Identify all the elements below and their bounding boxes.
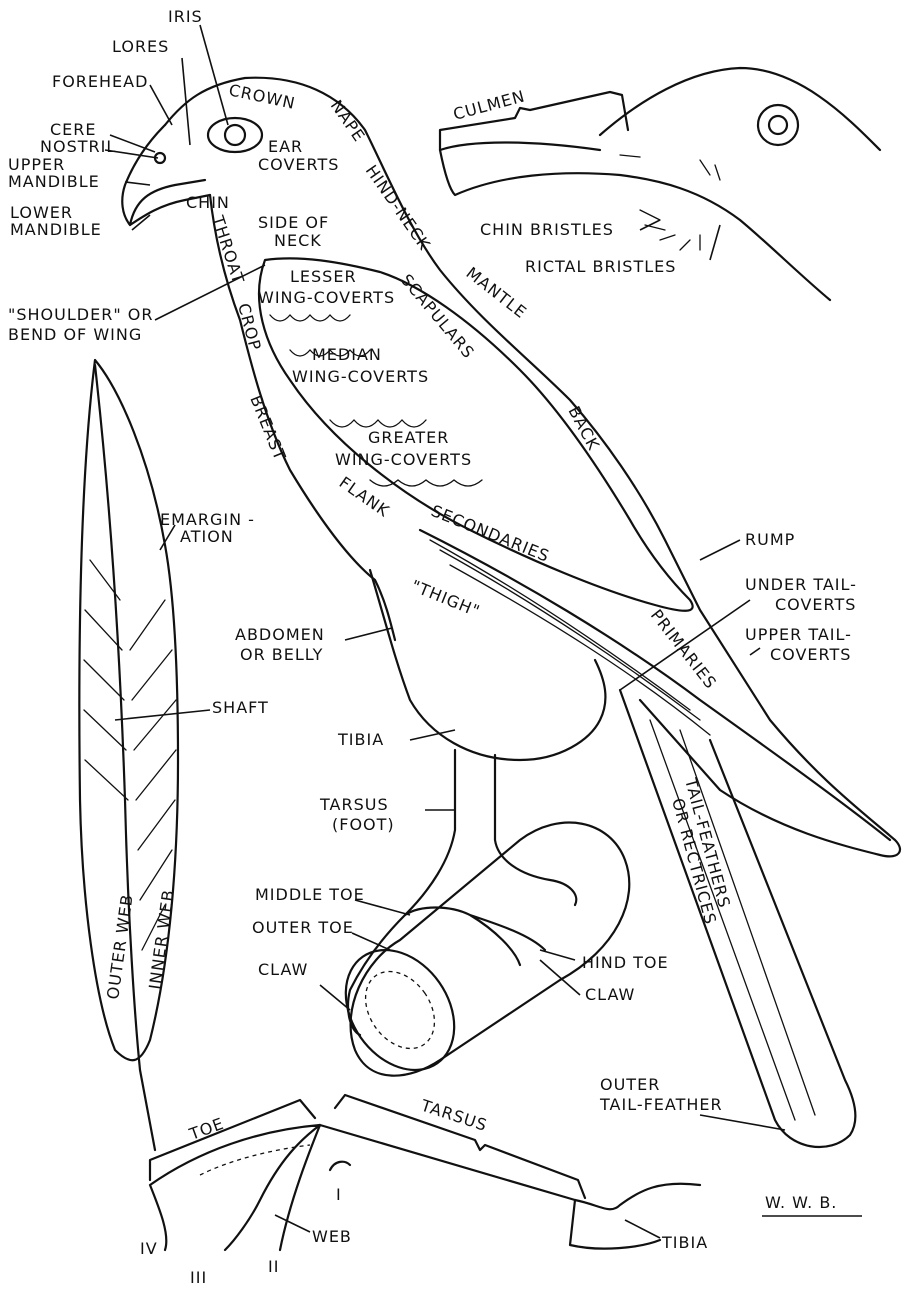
label-iris: IRIS xyxy=(168,7,203,26)
leader-web xyxy=(275,1215,310,1232)
label-lower-mandible-2: MANDIBLE xyxy=(10,220,102,239)
label-toe-i: I xyxy=(336,1185,342,1204)
leader-upper-tail xyxy=(750,648,760,655)
tail-lines xyxy=(650,720,815,1120)
inset-iris xyxy=(769,116,787,134)
label-middle-toe: MIDDLE TOE xyxy=(255,885,365,904)
bird-upper-outline xyxy=(165,78,900,857)
label-claw-left: CLAW xyxy=(258,960,308,979)
label-outer-toe: OUTER TOE xyxy=(252,918,354,937)
leader-forehead xyxy=(150,85,172,125)
label-thigh: "THIGH" xyxy=(409,576,483,621)
bird-eye xyxy=(208,118,262,152)
leader-tibia xyxy=(410,730,455,740)
label-chin: CHIN xyxy=(186,193,230,212)
bird-iris xyxy=(225,125,245,145)
label-throat: THROAT xyxy=(208,212,248,286)
foot-diagram xyxy=(150,1095,700,1250)
hind-toe-small xyxy=(330,1162,350,1170)
label-tibia-bottom: TIBIA xyxy=(661,1233,708,1252)
label-mantle: MANTLE xyxy=(463,263,531,322)
label-inner-web: INNER WEB xyxy=(145,888,178,991)
label-nape: NAPE xyxy=(327,96,369,145)
label-web: WEB xyxy=(312,1227,352,1246)
label-emargination-2: ATION xyxy=(180,527,234,546)
label-lesser-2: WING-COVERTS xyxy=(258,288,395,307)
label-nostril: NOSTRIL xyxy=(40,137,116,156)
leader-hind-toe xyxy=(540,950,575,960)
label-abdomen-2: OR BELLY xyxy=(240,645,323,664)
feather-drawing xyxy=(79,360,178,1150)
label-shoulder-2: BEND OF WING xyxy=(8,325,142,344)
inset-eye xyxy=(758,105,798,145)
labels: IRIS LORES FOREHEAD CROWN CERE NOSTRIL U… xyxy=(8,7,857,1287)
label-ear-coverts-1: EAR xyxy=(268,137,303,156)
label-greater-2: WING-COVERTS xyxy=(335,450,472,469)
label-claw-right: CLAW xyxy=(585,985,635,1004)
leader-shaft xyxy=(115,710,210,720)
leader-abdomen xyxy=(345,628,392,640)
label-tibia: TIBIA xyxy=(337,730,384,749)
toe-bracket xyxy=(150,1100,315,1180)
label-upper-mandible-2: MANDIBLE xyxy=(8,172,100,191)
label-toe-ii: II xyxy=(268,1257,279,1276)
label-lesser-1: LESSER xyxy=(290,267,357,286)
leader-upper-mandible xyxy=(125,182,150,185)
label-median-2: WING-COVERTS xyxy=(292,367,429,386)
label-secondaries: SECONDARIES xyxy=(429,501,553,566)
bird-thigh xyxy=(370,570,605,760)
label-tarsus-2: (FOOT) xyxy=(332,815,395,834)
foot-outline xyxy=(150,1125,700,1250)
label-tarsus-1: TARSUS xyxy=(319,795,389,814)
label-hind-neck: HIND-NECK xyxy=(362,161,435,253)
label-primaries: PRIMARIES xyxy=(647,606,721,693)
label-rictal-bristles: RICTAL BRISTLES xyxy=(525,257,676,276)
label-under-tail-2: COVERTS xyxy=(775,595,856,614)
label-shoulder-1: "SHOULDER" OR xyxy=(8,305,153,324)
leader-outer-tail-feather xyxy=(700,1115,785,1130)
leader-outer-toe xyxy=(352,933,390,950)
leader-rictal-bristles xyxy=(710,225,720,260)
label-toe-iii: III xyxy=(190,1268,207,1287)
label-side-of-neck-2: NECK xyxy=(274,231,322,250)
label-outer-tail-1: OUTER xyxy=(600,1075,660,1094)
label-under-tail-1: UNDER TAIL- xyxy=(745,575,857,594)
label-outer-tail-2: TAIL-FEATHER xyxy=(599,1095,723,1114)
label-upper-tail-1: UPPER TAIL- xyxy=(745,625,852,644)
label-rump: RUMP xyxy=(745,530,795,549)
label-crown: CROWN xyxy=(227,80,297,113)
label-upper-tail-2: COVERTS xyxy=(770,645,851,664)
label-hind-toe: HIND TOE xyxy=(582,953,669,972)
label-lores: LORES xyxy=(112,37,169,56)
label-ear-coverts-2: COVERTS xyxy=(258,155,339,174)
label-side-of-neck-1: SIDE OF xyxy=(258,213,329,232)
inset-bristles xyxy=(640,160,720,250)
bird-toes xyxy=(405,908,545,966)
feather-shaft xyxy=(95,365,155,1150)
label-forehead: FOREHEAD xyxy=(52,72,148,91)
label-tarsus-bottom: TARSUS xyxy=(418,1095,490,1135)
leader-iris xyxy=(200,25,228,125)
label-toe-bottom: TOE xyxy=(186,1114,227,1144)
label-toe-iv: IV xyxy=(140,1239,158,1258)
label-greater-1: GREATER xyxy=(368,428,449,447)
perch-end xyxy=(323,929,476,1091)
label-shaft: SHAFT xyxy=(212,698,269,717)
perch-branch xyxy=(351,823,630,1076)
inset-nostril xyxy=(620,155,640,157)
label-chin-bristles: CHIN BRISTLES xyxy=(480,220,614,239)
label-median-1: MEDIAN xyxy=(312,345,382,364)
label-scapulars: SCAPULARS xyxy=(397,270,478,362)
label-signature: W. W. B. xyxy=(765,1193,837,1212)
label-abdomen-1: ABDOMEN xyxy=(235,625,325,644)
leader-rump xyxy=(700,540,740,560)
leader-tibia-bottom xyxy=(625,1220,660,1238)
label-flank: FLANK xyxy=(336,473,394,521)
label-breast: BREAST xyxy=(246,392,289,463)
